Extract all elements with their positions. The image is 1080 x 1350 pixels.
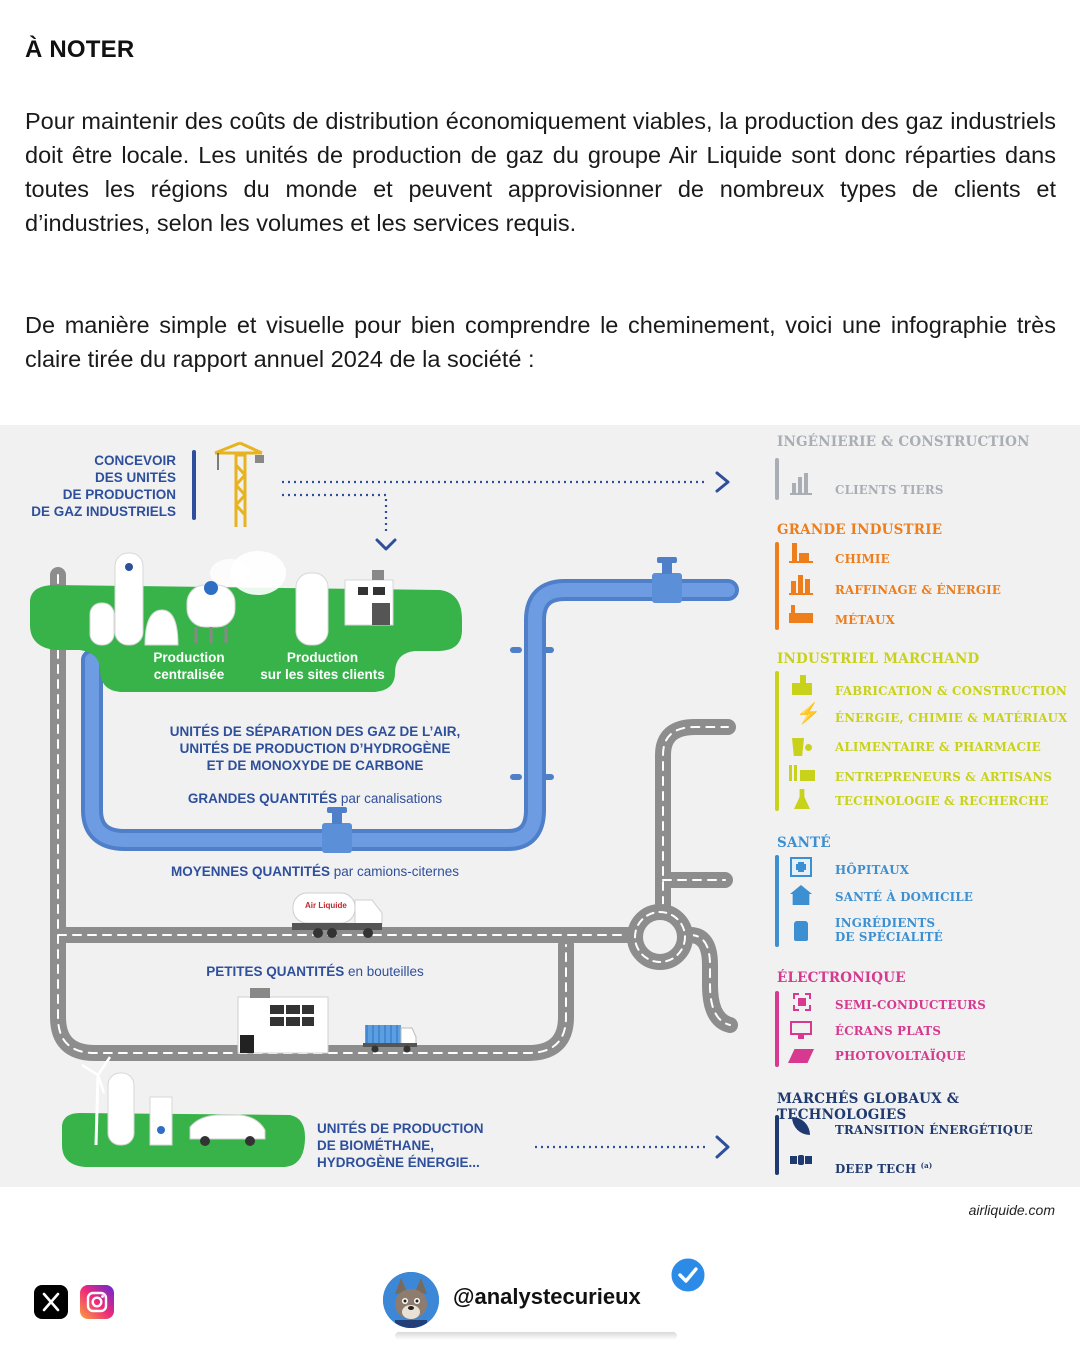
item-food-pharma: ALIMENTAIRE & PHARMACIE (835, 740, 1041, 754)
category-global-markets-title: MARCHÉS GLOBAUX & TECHNOLOGIES (777, 1091, 960, 1123)
centralized-production-label: Production centralisée (153, 650, 225, 682)
metals-icon (789, 605, 813, 623)
category-electronics-title: ÉLECTRONIQUE (777, 970, 906, 986)
category-engineering-bar (775, 458, 779, 500)
category-health-title: SANTÉ (777, 835, 831, 851)
item-semiconductors: SEMI-CONDUCTEURS (835, 998, 986, 1012)
small-quantities-label: PETITES QUANTITÉS en bouteilles (206, 964, 424, 979)
production-island (30, 551, 462, 692)
chip-icon (793, 993, 811, 1011)
truck-brand-label: Air Liquide (305, 901, 347, 910)
design-divider (192, 450, 196, 520)
refining-energy-icon (789, 575, 813, 595)
onsite-production-label: Production sur les sites clients (260, 650, 385, 682)
food-pharma-icon (792, 736, 812, 756)
arrow-down-icon (375, 538, 397, 551)
solar-panel-icon (788, 1049, 814, 1063)
satellite-icon (790, 1153, 812, 1167)
separation-units-label: UNITÉS DE SÉPARATION DES GAZ DE L’AIR, U… (169, 724, 461, 773)
crane-icon (214, 441, 264, 527)
item-metals: MÉTAUX (835, 613, 895, 627)
flat-screen-icon (790, 1021, 812, 1035)
large-quantities-label: GRANDES QUANTITÉS par canalisations (187, 791, 443, 806)
biomethane-units-label: UNITÉS DE PRODUCTION DE BIOMÉTHANE, HYDR… (317, 1121, 484, 1170)
chemistry-icon (789, 543, 813, 563)
cylinder-truck-icon (363, 1025, 417, 1053)
category-engineering-title: INGÉNIERIE & CONSTRUCTION (777, 434, 1030, 450)
item-refining-energy: RAFFINAGE & ÉNERGIE (835, 583, 1002, 597)
bottle-icon (794, 921, 808, 941)
category-global-markets-bar (775, 1115, 779, 1175)
category-health-bar (775, 855, 779, 947)
item-energy-transition: TRANSITION ÉNERGÉTIQUE (835, 1123, 1033, 1137)
item-deep-tech: DEEP TECH (a) (835, 1161, 933, 1176)
item-chemistry: CHIMIE (835, 552, 890, 566)
biomethane-island (62, 1056, 305, 1167)
item-hospitals: HÔPITAUX (835, 863, 910, 877)
infographic-intro-paragraph: De manière simple et visuelle pour bien … (25, 312, 1056, 372)
account-handle[interactable]: @analystecurieux (453, 1284, 641, 1309)
page-heading: À NOTER (25, 36, 135, 63)
flat-screen-stand (798, 1035, 804, 1039)
verified-badge-icon (668, 1255, 708, 1295)
item-home-healthcare: SANTÉ À DOMICILE (835, 890, 974, 904)
handle-underline (395, 1332, 677, 1340)
x-icon[interactable] (34, 1285, 68, 1319)
item-photovoltaic: PHOTOVOLTAÏQUE (835, 1049, 966, 1063)
supply-chain-infographic: CONCEVOIR DES UNITÉS DE PRODUCTION DE GA… (0, 425, 1080, 1187)
item-energy-chemistry-materials: ÉNERGIE, CHIMIE & MATÉRIAUX (835, 711, 1068, 725)
infographic-drawing (30, 441, 739, 1167)
lightning-icon: ⚡ (796, 703, 821, 725)
instagram-icon[interactable] (80, 1285, 114, 1319)
medium-quantities-label: MOYENNES QUANTITÉS par camions-citernes (170, 864, 460, 879)
avatar[interactable] (383, 1272, 439, 1328)
dotted-arrows (282, 480, 708, 1149)
item-flat-screens: ÉCRANS PLATS (835, 1024, 942, 1038)
design-units-label: CONCEVOIR DES UNITÉS DE PRODUCTION DE GA… (31, 453, 176, 519)
tanker-truck-icon (292, 892, 383, 938)
category-industrial-merchant-title: INDUSTRIEL MARCHAND (777, 651, 980, 667)
bottling-plant-icon (237, 988, 329, 1054)
hospital-icon (790, 857, 812, 877)
arrow-to-engineering-icon (715, 471, 730, 493)
category-electronics-bar (775, 991, 779, 1067)
craftsmen-tools-icon (789, 765, 815, 783)
pipeline (81, 557, 739, 853)
category-large-industry-bar (775, 542, 779, 630)
intro-paragraph: Pour maintenir des coûts de distribution… (25, 108, 1056, 236)
third-party-clients-icon (790, 473, 812, 495)
source-credit: airliquide.com (968, 1202, 1055, 1218)
home-icon (790, 885, 812, 905)
category-industrial-merchant-bar (775, 671, 779, 811)
item-manufacturing-construction: FABRICATION & CONSTRUCTION (835, 684, 1068, 698)
category-large-industry-title: GRANDE INDUSTRIE (777, 522, 943, 538)
arrow-to-global-markets-icon (715, 1135, 730, 1159)
item-third-party-clients: CLIENTS TIERS (835, 483, 944, 497)
item-specialty-ingredients: INGRÉDIENTS DE SPÉCIALITÉ (835, 916, 943, 944)
item-technology-research: TECHNOLOGIE & RECHERCHE (835, 794, 1049, 808)
item-entrepreneurs-artisans: ENTREPRENEURS & ARTISANS (835, 770, 1053, 784)
